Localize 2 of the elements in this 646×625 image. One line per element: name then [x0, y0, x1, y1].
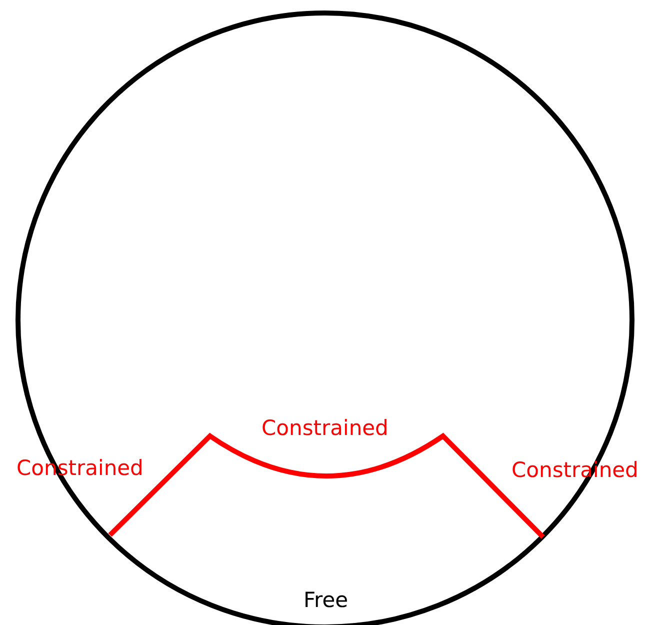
region-label: Free [304, 590, 348, 611]
region-label: Constrained [262, 418, 388, 439]
